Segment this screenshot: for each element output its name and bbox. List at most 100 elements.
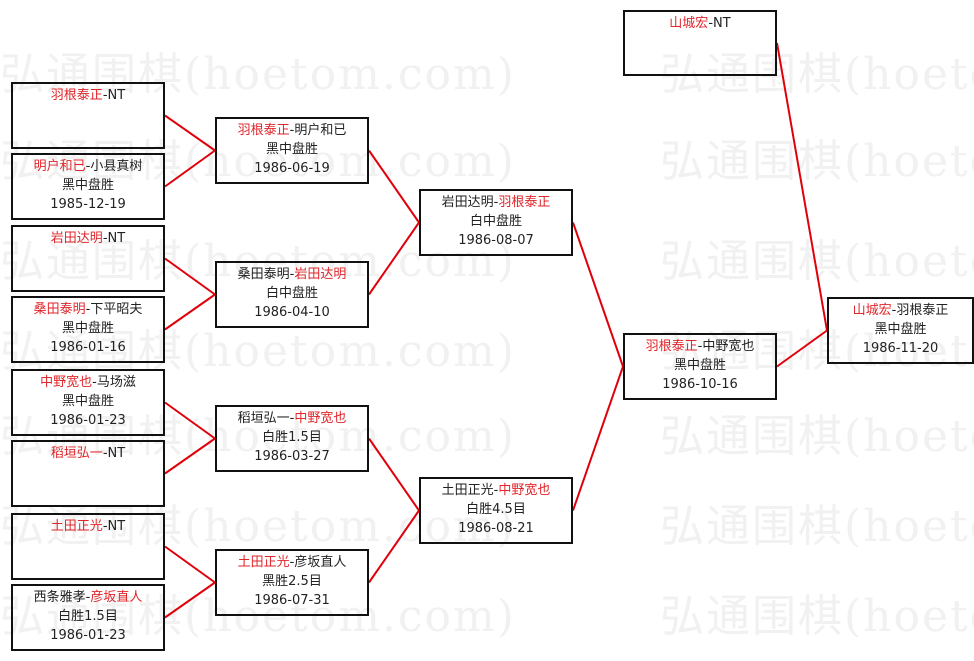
- separator: -: [102, 88, 108, 103]
- connector-line: [368, 509, 420, 584]
- connector-line: [164, 149, 216, 188]
- separator: -: [85, 159, 91, 174]
- match-result: 黑中盘胜: [61, 321, 114, 336]
- winner-name: 中野宽也: [498, 483, 551, 498]
- separator: -: [102, 446, 108, 461]
- player-name: 岩田达明: [441, 195, 494, 210]
- connector-line: [368, 149, 420, 224]
- match-players: 山城宏-NT: [625, 14, 775, 33]
- winner-name: 山城宏: [852, 303, 892, 318]
- player-name: 土田正光: [441, 483, 494, 498]
- match-result: 黑中盘胜: [265, 142, 318, 157]
- match-date: 1986-11-20: [862, 341, 939, 356]
- match-players: 岩田达明-NT: [13, 229, 163, 248]
- match-box-r4-1: 羽根泰正-中野宽也黑中盘胜 1986-10-16: [623, 333, 777, 400]
- player-name: 桑田泰明: [237, 267, 290, 282]
- watermark: 弘通围棋(hoetom.com): [660, 411, 974, 462]
- match-box-r3-2: 土田正光-中野宽也白胜4.5目 1986-08-21: [419, 477, 573, 544]
- winner-name: 岩田达明: [50, 231, 103, 246]
- match-players: 岩田达明-羽根泰正: [421, 193, 571, 212]
- connector-line: [776, 42, 828, 331]
- player-name: NT: [107, 519, 126, 534]
- winner-name: 彦坂直人: [90, 590, 143, 605]
- match-date: 1986-03-27: [254, 449, 330, 464]
- match-date: 1986-08-07: [458, 233, 534, 248]
- player-name: 小县真树: [90, 159, 143, 174]
- match-result: 白胜4.5目: [466, 502, 526, 517]
- winner-name: 岩田达明: [294, 267, 347, 282]
- match-result: 白中盘胜: [265, 286, 318, 301]
- match-box-r1-2: 明户和已-小县真树黑中盘胜 1985-12-19: [11, 153, 165, 220]
- player-name: NT: [107, 88, 126, 103]
- match-date: 1986-01-23: [50, 413, 126, 428]
- watermark: 弘通围棋(hoetom.com): [0, 49, 516, 100]
- winner-name: 羽根泰正: [237, 123, 290, 138]
- match-date: 1986-10-16: [662, 377, 738, 392]
- winner-name: 羽根泰正: [50, 88, 103, 103]
- match-players: 西条雅孝-彦坂直人: [13, 588, 163, 607]
- match-players: 土田正光-中野宽也: [421, 481, 571, 500]
- connector-line: [164, 581, 216, 619]
- connector-line: [776, 329, 828, 368]
- match-date: 1985-12-19: [50, 197, 126, 212]
- match-date: 1986-07-31: [254, 593, 330, 608]
- watermark: 弘通围棋(hoetom.com): [660, 591, 974, 642]
- separator: -: [493, 483, 499, 498]
- match-players: 稻垣弘一-NT: [13, 444, 163, 463]
- separator: -: [289, 123, 295, 138]
- winner-name: 稻垣弘一: [50, 446, 103, 461]
- watermark: 弘通围棋(hoetom.com): [0, 591, 516, 642]
- watermark: 弘通围棋(hoetom.com): [660, 501, 974, 552]
- separator: -: [289, 555, 295, 570]
- match-result: 黑中盘胜: [874, 322, 927, 337]
- match-players: 羽根泰正-明户和已: [217, 121, 367, 140]
- connector-line: [164, 293, 216, 331]
- match-players: 山城宏-羽根泰正: [829, 301, 972, 320]
- match-players: 羽根泰正-NT: [13, 86, 163, 105]
- connector-line: [572, 366, 624, 511]
- separator: -: [697, 339, 703, 354]
- match-result: 黑中盘胜: [61, 394, 114, 409]
- winner-name: 中野宽也: [40, 375, 93, 390]
- winner-name: 桑田泰明: [33, 302, 86, 317]
- match-players: 羽根泰正-中野宽也: [625, 337, 775, 356]
- winner-name: 山城宏: [669, 16, 709, 31]
- player-name: 稻垣弘一: [237, 411, 290, 426]
- player-name: 彦坂直人: [294, 555, 347, 570]
- watermark: 弘通围棋(hoetom.com): [0, 136, 516, 187]
- connector-line: [368, 437, 420, 512]
- winner-name: 明户和已: [33, 159, 86, 174]
- match-box-seed: 山城宏-NT: [623, 10, 777, 76]
- separator: -: [289, 411, 295, 426]
- winner-name: 土田正光: [50, 519, 103, 534]
- player-name: NT: [713, 16, 731, 31]
- match-date: 1986-04-10: [254, 305, 330, 320]
- watermark: 弘通围棋(hoetom.com): [0, 411, 516, 462]
- match-players: 土田正光-彦坂直人: [217, 553, 367, 572]
- separator: -: [708, 16, 714, 31]
- separator: -: [85, 590, 91, 605]
- match-players: 明户和已-小县真树: [13, 157, 163, 176]
- connector-line: [164, 545, 216, 584]
- match-box-r1-6: 稻垣弘一-NT: [11, 440, 165, 507]
- player-name: 下平昭夫: [90, 302, 143, 317]
- winner-name: 羽根泰正: [498, 195, 551, 210]
- match-date: 1986-08-21: [458, 521, 534, 536]
- match-players: 桑田泰明-下平昭夫: [13, 300, 163, 319]
- match-box-r1-3: 岩田达明-NT: [11, 225, 165, 292]
- separator: -: [289, 267, 295, 282]
- match-players: 稻垣弘一-中野宽也: [217, 409, 367, 428]
- match-date: 1986-01-16: [50, 340, 126, 355]
- watermark: 弘通围棋(hoetom.com): [660, 136, 974, 187]
- match-box-r1-1: 羽根泰正-NT: [11, 82, 165, 149]
- player-name: 羽根泰正: [896, 303, 949, 318]
- winner-name: 羽根泰正: [645, 339, 698, 354]
- match-result: 黑中盘胜: [61, 178, 114, 193]
- connector-line: [164, 437, 216, 475]
- match-result: 黑中盘胜: [673, 358, 726, 373]
